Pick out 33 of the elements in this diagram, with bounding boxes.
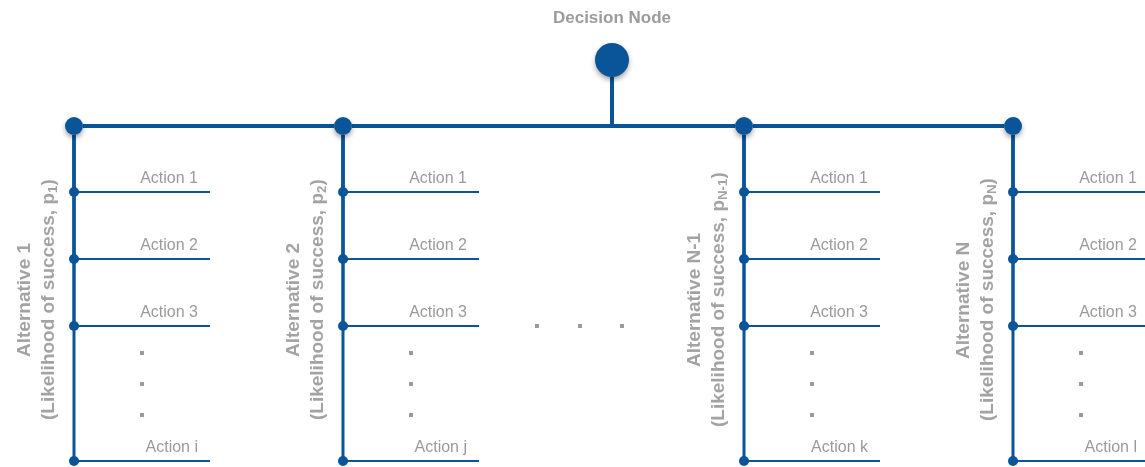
action-label: Action 2 xyxy=(1079,236,1137,253)
action-label: Action 3 xyxy=(140,303,198,320)
junction-circle-node xyxy=(1004,117,1022,135)
node-heading: Decision Node xyxy=(552,8,672,27)
action-label: Action k xyxy=(811,438,868,455)
action-label: Action 2 xyxy=(810,236,868,253)
decision-circle-node xyxy=(595,43,629,77)
action-label: Action 1 xyxy=(810,169,868,186)
connector-line xyxy=(69,135,79,466)
action-label: Action 2 xyxy=(140,236,198,253)
action-label: Action 1 xyxy=(1079,169,1137,186)
alternative-label: Alternative 2 xyxy=(281,242,304,360)
connector-line xyxy=(1008,135,1018,466)
connector-line xyxy=(753,124,1004,128)
action-label: Action j xyxy=(414,438,467,455)
action-label: Action l xyxy=(1084,438,1137,455)
action-label: Action 1 xyxy=(140,169,198,186)
action-label: Action 2 xyxy=(409,236,467,253)
junction-circle-node xyxy=(334,117,352,135)
action-label: Action 3 xyxy=(409,303,467,320)
connector-line xyxy=(610,77,735,128)
alternative-label: Alternative N-1 xyxy=(682,231,705,370)
action-label: Action 1 xyxy=(409,169,467,186)
action-label: Action 3 xyxy=(810,303,868,320)
junction-circle-node xyxy=(65,117,83,135)
junction-circle-node xyxy=(735,117,753,135)
alternative-label: Alternative N xyxy=(951,240,974,361)
alternative-label: Alternative 1 xyxy=(12,242,35,360)
connector-line xyxy=(83,124,334,128)
connector-line xyxy=(739,135,749,466)
connector-line xyxy=(338,135,348,466)
action-label: Action i xyxy=(145,438,198,455)
action-label: Action 3 xyxy=(1079,303,1137,320)
